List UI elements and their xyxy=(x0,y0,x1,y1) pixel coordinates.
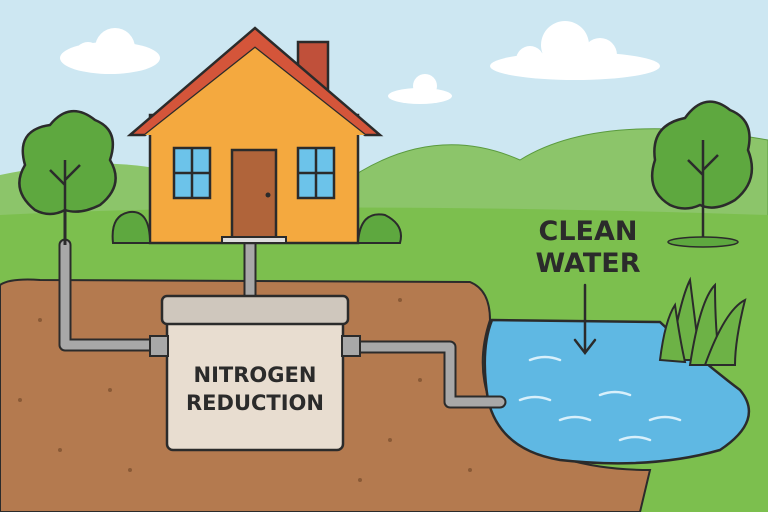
window-right xyxy=(296,146,336,200)
door-knob xyxy=(265,192,271,198)
tank-label-line1: NITROGEN xyxy=(194,363,317,387)
tree-left xyxy=(18,110,117,245)
gable xyxy=(145,48,365,135)
pipes xyxy=(58,236,507,409)
bush-right xyxy=(356,213,402,244)
doorstep xyxy=(221,236,287,244)
cloud-right xyxy=(490,21,660,80)
soil-specks xyxy=(18,298,472,482)
cloud-left xyxy=(60,28,160,74)
bush-left xyxy=(111,210,152,244)
cloud-small xyxy=(388,74,452,104)
arrow-down-icon xyxy=(573,283,597,356)
house xyxy=(111,26,402,245)
clean-water-label-line1: CLEAN xyxy=(539,216,638,247)
tree-right xyxy=(650,100,754,248)
window-left xyxy=(172,146,212,200)
water-ripples xyxy=(518,355,682,442)
tank-label-line2: REDUCTION xyxy=(186,391,324,415)
clean-water-label-line2: WATER xyxy=(535,248,640,279)
nitrogen-reduction-tank: NITROGEN REDUCTION xyxy=(149,294,361,452)
reeds xyxy=(658,276,747,366)
